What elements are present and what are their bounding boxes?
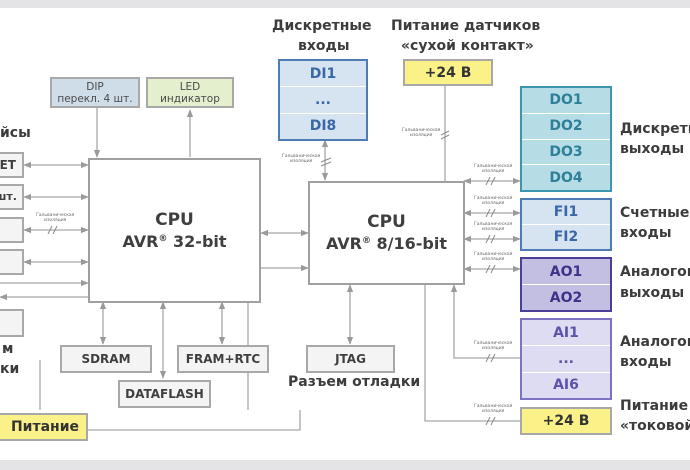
bottom-band bbox=[0, 460, 690, 470]
di-item: DI1 bbox=[309, 65, 337, 82]
top-band bbox=[0, 0, 690, 8]
interface-box-5 bbox=[0, 309, 24, 337]
sdram-box: SDRAM bbox=[60, 345, 152, 373]
ai-item: AI6 bbox=[522, 371, 610, 398]
current-power-label-line2: «токовой bbox=[620, 418, 690, 434]
di-item: ... bbox=[280, 86, 366, 112]
interface-box-4 bbox=[0, 249, 24, 275]
do-label-line2: выходы bbox=[620, 141, 685, 157]
jtag-label: Разъем отладки bbox=[288, 374, 421, 390]
led-line2: индикатор bbox=[160, 92, 220, 105]
di-group: DI1 ... DI8 bbox=[278, 59, 368, 141]
cpu-main-subtitle: AVR® 32-bit bbox=[122, 231, 227, 251]
current-power-box: +24 В bbox=[520, 407, 612, 435]
do-item: DO4 bbox=[522, 164, 610, 190]
sensor-power-box: +24 В bbox=[403, 59, 493, 86]
ao-item: AO2 bbox=[522, 284, 610, 310]
di-title-line1: Дискретные bbox=[272, 18, 372, 34]
fi-item: FI1 bbox=[553, 204, 579, 220]
cpu-main-title: CPU bbox=[155, 209, 194, 230]
led-indicator-box: LED индикатор bbox=[146, 77, 234, 108]
dip-switch-box: DIP перекл. 4 шт. bbox=[50, 77, 140, 108]
do-item: DO2 bbox=[522, 112, 610, 139]
do-label-line1: Дискретные bbox=[620, 121, 690, 137]
fi-item: FI2 bbox=[522, 224, 610, 249]
do-item: DO1 bbox=[549, 92, 583, 109]
ao-label-line1: Аналоговые bbox=[620, 264, 690, 280]
jtag-box: JTAG bbox=[306, 345, 395, 373]
dataflash-box: DATAFLASH bbox=[118, 380, 211, 408]
ai-item: ... bbox=[522, 345, 610, 371]
ao-item: AO1 bbox=[549, 263, 583, 280]
dip-line1: DIP bbox=[86, 80, 104, 93]
current-power-label-line1: Питание bbox=[620, 398, 689, 414]
sensor-power-title-line1: Питание датчиков bbox=[391, 18, 541, 34]
ethernet-box: ET bbox=[0, 152, 24, 178]
ai-label-line1: Аналоговые bbox=[620, 334, 690, 350]
di-item: DI8 bbox=[280, 112, 366, 139]
fi-group: FI1 FI2 bbox=[520, 198, 612, 251]
ai-item: AI1 bbox=[553, 324, 579, 341]
cpu-main-box: CPU AVR® 32-bit bbox=[88, 158, 261, 303]
do-group: DO1 DO2 DO3 DO4 bbox=[520, 86, 612, 192]
fi-label-line2: входы bbox=[620, 225, 672, 241]
count-box: шт. bbox=[0, 184, 24, 210]
do-item: DO3 bbox=[522, 138, 610, 165]
ao-label-line2: выходы bbox=[620, 285, 685, 301]
ai-group: AI1 ... AI6 bbox=[520, 318, 612, 400]
ao-group: AO1 AO2 bbox=[520, 257, 612, 312]
cpu-io-title: CPU bbox=[367, 212, 406, 232]
sensor-power-title-line2: «сухой контакт» bbox=[401, 38, 534, 54]
di-title-line2: входы bbox=[298, 38, 350, 54]
cpu-io-subtitle: AVR® 8/16-bit bbox=[325, 234, 448, 253]
interfaces-label: йсы bbox=[0, 125, 31, 141]
fi-label-line1: Счетные bbox=[620, 205, 690, 221]
dip-line2: перекл. 4 шт. bbox=[57, 92, 133, 105]
fram-rtc-box: FRAM+RTC bbox=[177, 345, 269, 373]
interface-box-3 bbox=[0, 217, 24, 243]
left-label-m: м bbox=[2, 341, 14, 357]
left-label-ki: ки bbox=[0, 361, 20, 377]
led-line1: LED bbox=[179, 80, 201, 93]
power-box: Питание bbox=[0, 413, 88, 441]
ai-label-line2: входы bbox=[620, 354, 672, 370]
cpu-io-box: CPU AVR® 8/16-bit bbox=[308, 181, 465, 285]
